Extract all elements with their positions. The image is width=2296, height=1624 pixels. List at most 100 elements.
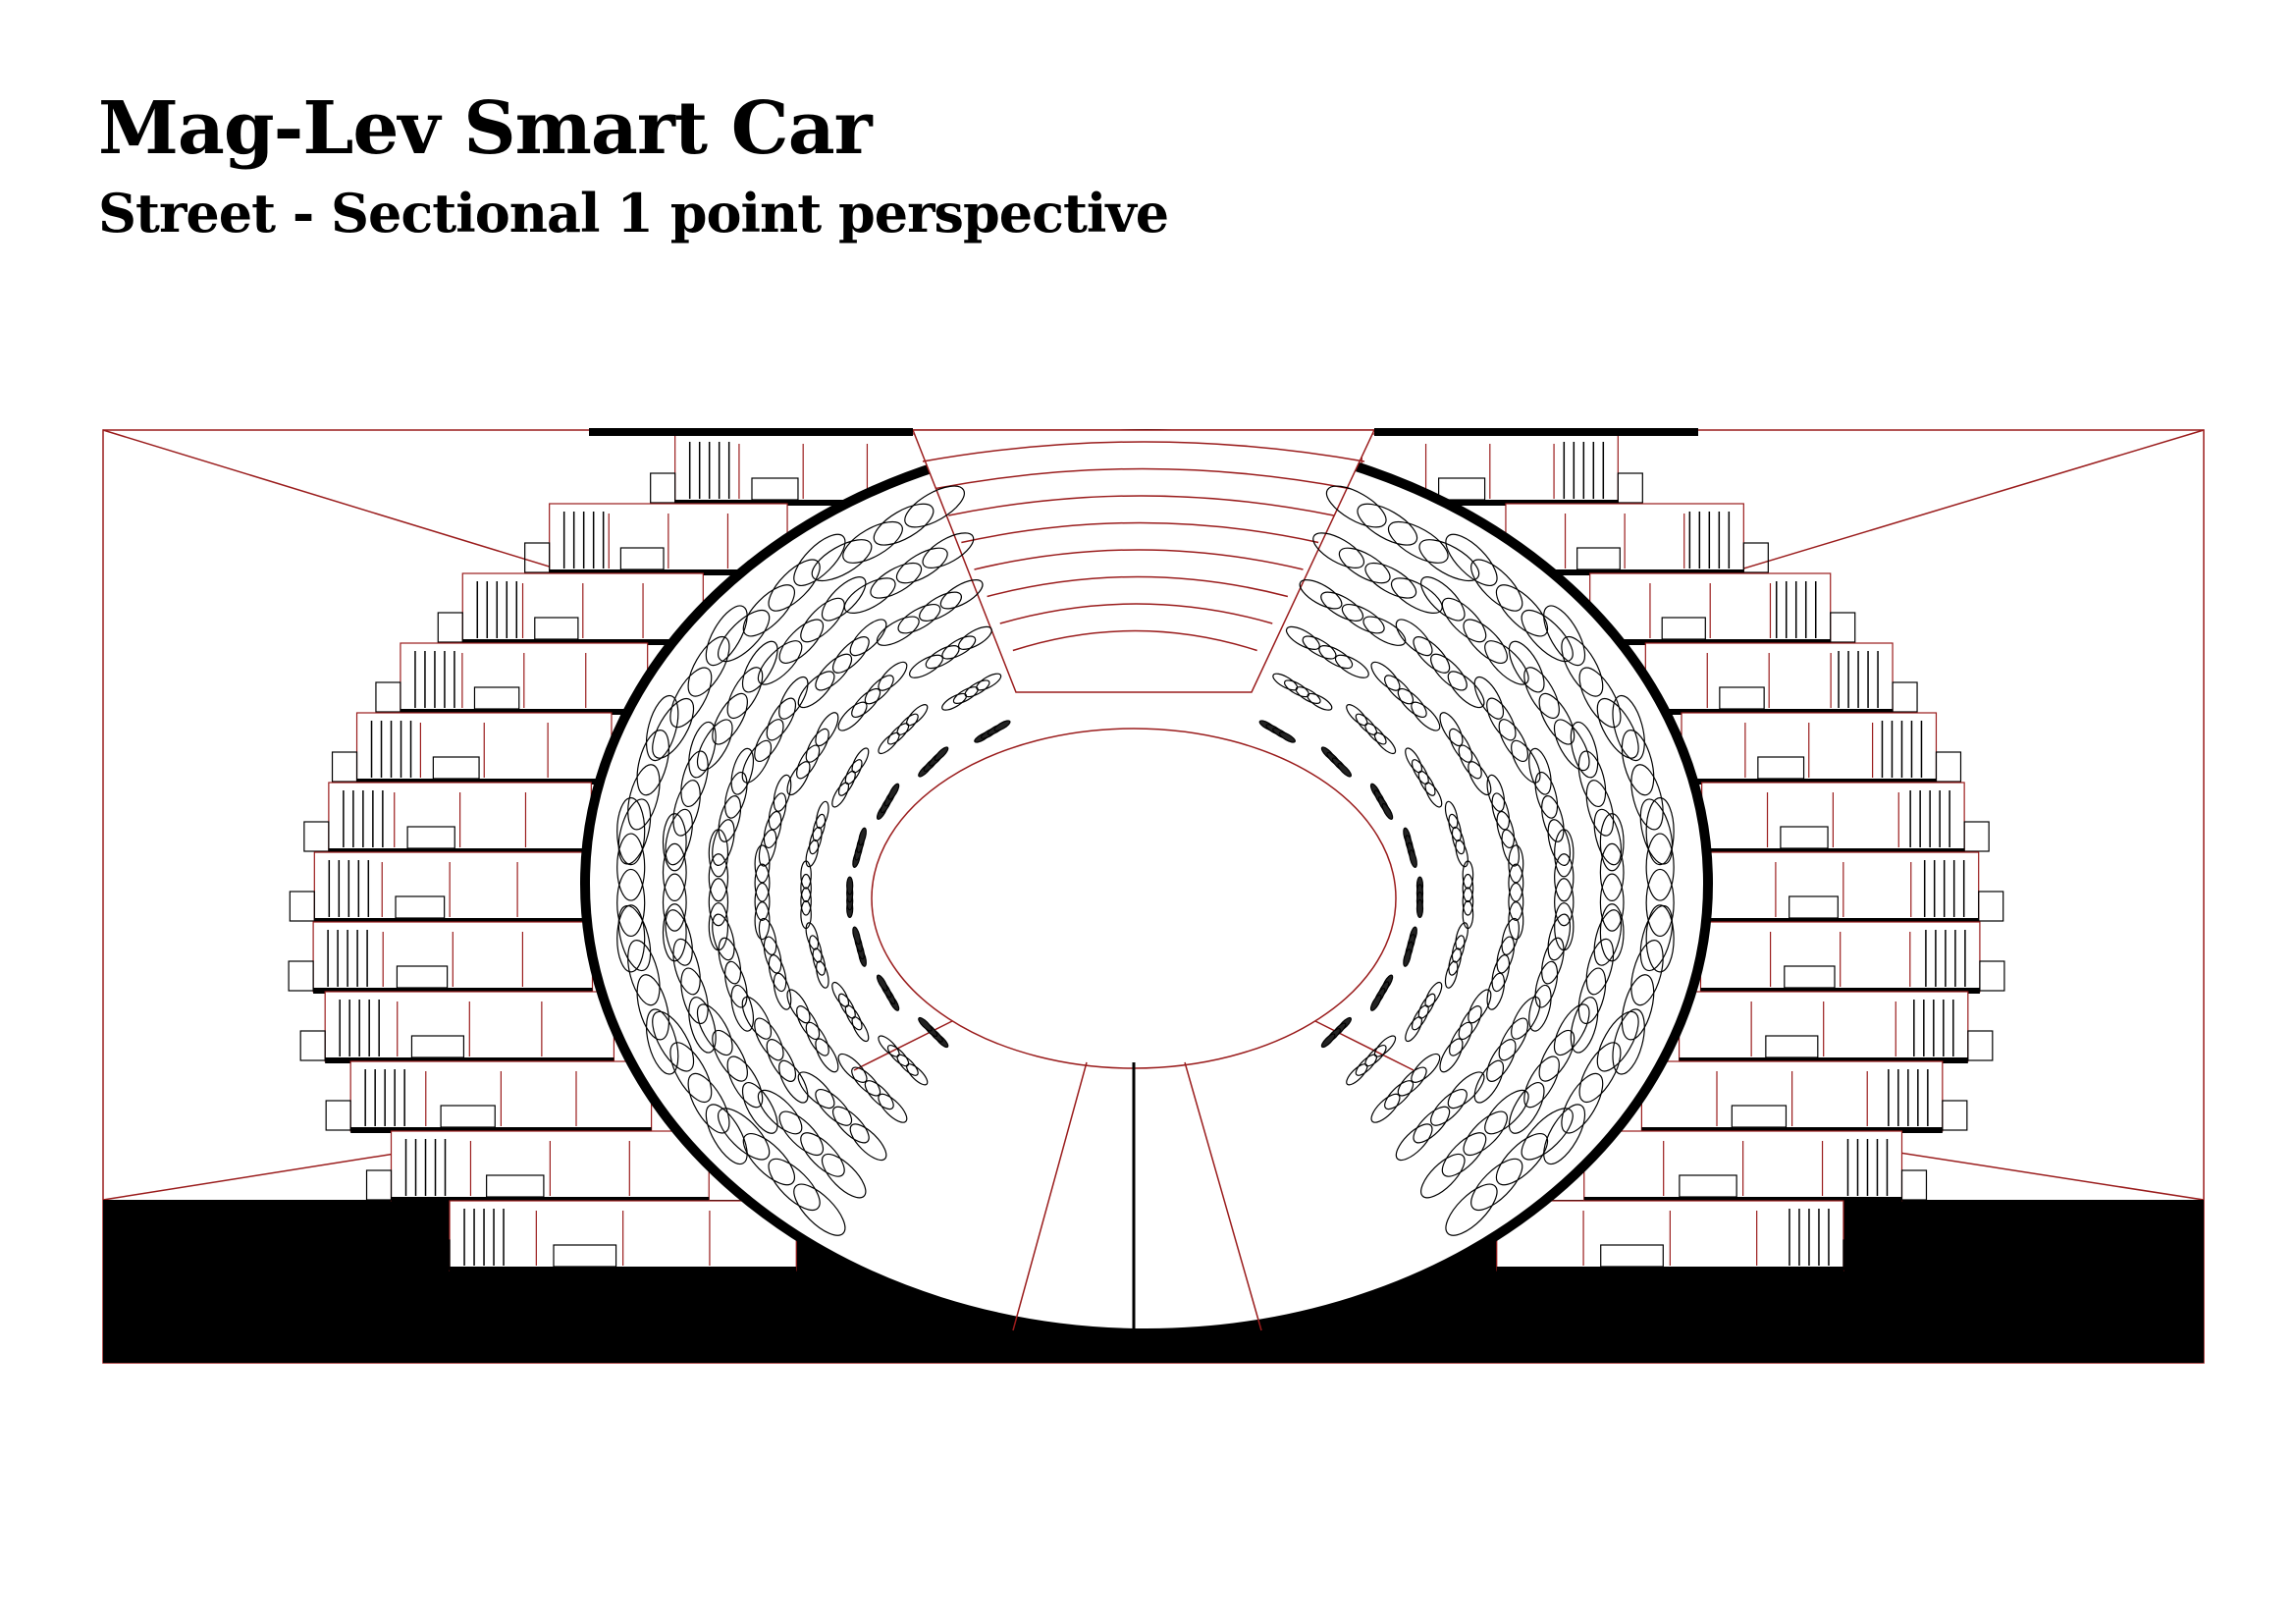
roof-rib (999, 603, 1273, 624)
perforation-hole (821, 576, 867, 622)
perforation-hole (616, 797, 646, 866)
balcony (1617, 472, 1643, 504)
perforation-hole (1424, 782, 1443, 808)
floor-slab (350, 1127, 652, 1133)
perforation-hole (718, 1108, 771, 1161)
perforation-hole (1543, 1104, 1586, 1165)
perforation-hole (812, 947, 827, 976)
perforation-hole (726, 1056, 764, 1109)
balcony (331, 751, 358, 783)
floor-slab (1505, 569, 1744, 575)
balcony (650, 472, 676, 504)
perforation-hole (1451, 935, 1466, 963)
roof-rib (1012, 629, 1257, 652)
furniture (432, 756, 480, 780)
perforation-hole (1521, 1108, 1574, 1161)
perforation-hole (1463, 1110, 1508, 1157)
perforation-hole (757, 1089, 803, 1135)
floor-slab (356, 779, 612, 785)
furniture (553, 1244, 617, 1268)
perforation-hole (778, 676, 809, 720)
perforation-hole (754, 863, 771, 902)
perforation-hole (627, 940, 661, 1006)
perforation-hole (897, 604, 941, 634)
roof-slab (1374, 428, 1698, 436)
roof-rib (948, 495, 1334, 516)
perforation-hole (1403, 948, 1412, 967)
perforation-hole (1554, 853, 1575, 902)
perforation-hole (837, 770, 856, 796)
tube-perforations (616, 485, 1675, 1236)
perforation-hole (846, 876, 854, 895)
perforation-hole (627, 764, 661, 831)
perforation-hole (1630, 764, 1664, 831)
perforation-hole (662, 842, 687, 902)
perforation-hole (778, 1110, 825, 1157)
tube-inner-opening (871, 728, 1397, 1069)
perforation-hole (778, 619, 825, 664)
perforation-hole (1387, 520, 1449, 564)
perforation-hole (1272, 673, 1299, 691)
perforation-hole (724, 960, 748, 1008)
perforation-hole (1338, 547, 1391, 584)
perforation-hole (1411, 1004, 1429, 1031)
track-edge (853, 1020, 953, 1071)
floor-slab (391, 1197, 710, 1203)
floor-slab (1645, 709, 1894, 715)
perforation-hole (617, 904, 652, 972)
perforation-hole (1320, 1033, 1336, 1049)
perforation-hole (1411, 701, 1441, 731)
perforation-hole (1561, 1072, 1604, 1134)
perforation-hole (754, 719, 784, 763)
perforation-hole (1541, 795, 1565, 842)
perforation-hole (1420, 1153, 1466, 1199)
perforation-hole (1417, 993, 1436, 1019)
floor-slab (1583, 1197, 1902, 1203)
perforation-hole (617, 798, 652, 865)
furniture (1576, 547, 1621, 570)
perforation-hole (918, 1016, 933, 1032)
perforation-hole (844, 759, 863, 785)
furniture (1780, 826, 1829, 849)
perforation-hole (1405, 747, 1423, 774)
perforation-hole (672, 938, 701, 996)
perforation-hole (1495, 584, 1549, 637)
perforation-hole (754, 1017, 784, 1061)
perforation-hole (616, 904, 646, 973)
perforation-hole (1470, 559, 1523, 612)
perforation-hole (696, 1003, 733, 1056)
furniture (473, 686, 520, 710)
floor-slab (1707, 918, 1979, 924)
perforation-hole (741, 739, 773, 784)
perforation-hole (831, 981, 850, 1007)
perforation-hole (1498, 719, 1529, 763)
furniture (1765, 1035, 1819, 1058)
balcony (1978, 891, 2004, 922)
perforation-hole (1278, 731, 1296, 743)
balcony (1742, 542, 1769, 573)
perforation-hole (742, 1133, 795, 1186)
perforation-hole (1384, 1080, 1415, 1110)
perforation-hole (1541, 937, 1565, 985)
furniture (396, 965, 449, 989)
perforation-hole (687, 1072, 730, 1134)
perforation-hole (1639, 798, 1674, 865)
perforation-hole (718, 609, 771, 663)
perforation-hole (652, 1010, 695, 1072)
furniture (1784, 965, 1836, 989)
perforation-hole (1577, 967, 1607, 1025)
perforation-hole (1417, 770, 1436, 796)
perforation-hole (922, 532, 975, 568)
perforation-hole (1415, 898, 1424, 919)
roof-rib (934, 467, 1350, 490)
floor-slab (450, 1267, 797, 1272)
perforation-hole (1599, 873, 1625, 932)
perforation-hole (1599, 903, 1625, 962)
floor-slab (1701, 848, 1965, 854)
perforation-hole (1486, 697, 1517, 741)
perforation-hole (1413, 1106, 1451, 1144)
perforation-hole (1508, 640, 1545, 693)
perforation-hole (636, 974, 670, 1041)
perforation-hole (1362, 616, 1407, 646)
perforation-hole (718, 937, 742, 985)
